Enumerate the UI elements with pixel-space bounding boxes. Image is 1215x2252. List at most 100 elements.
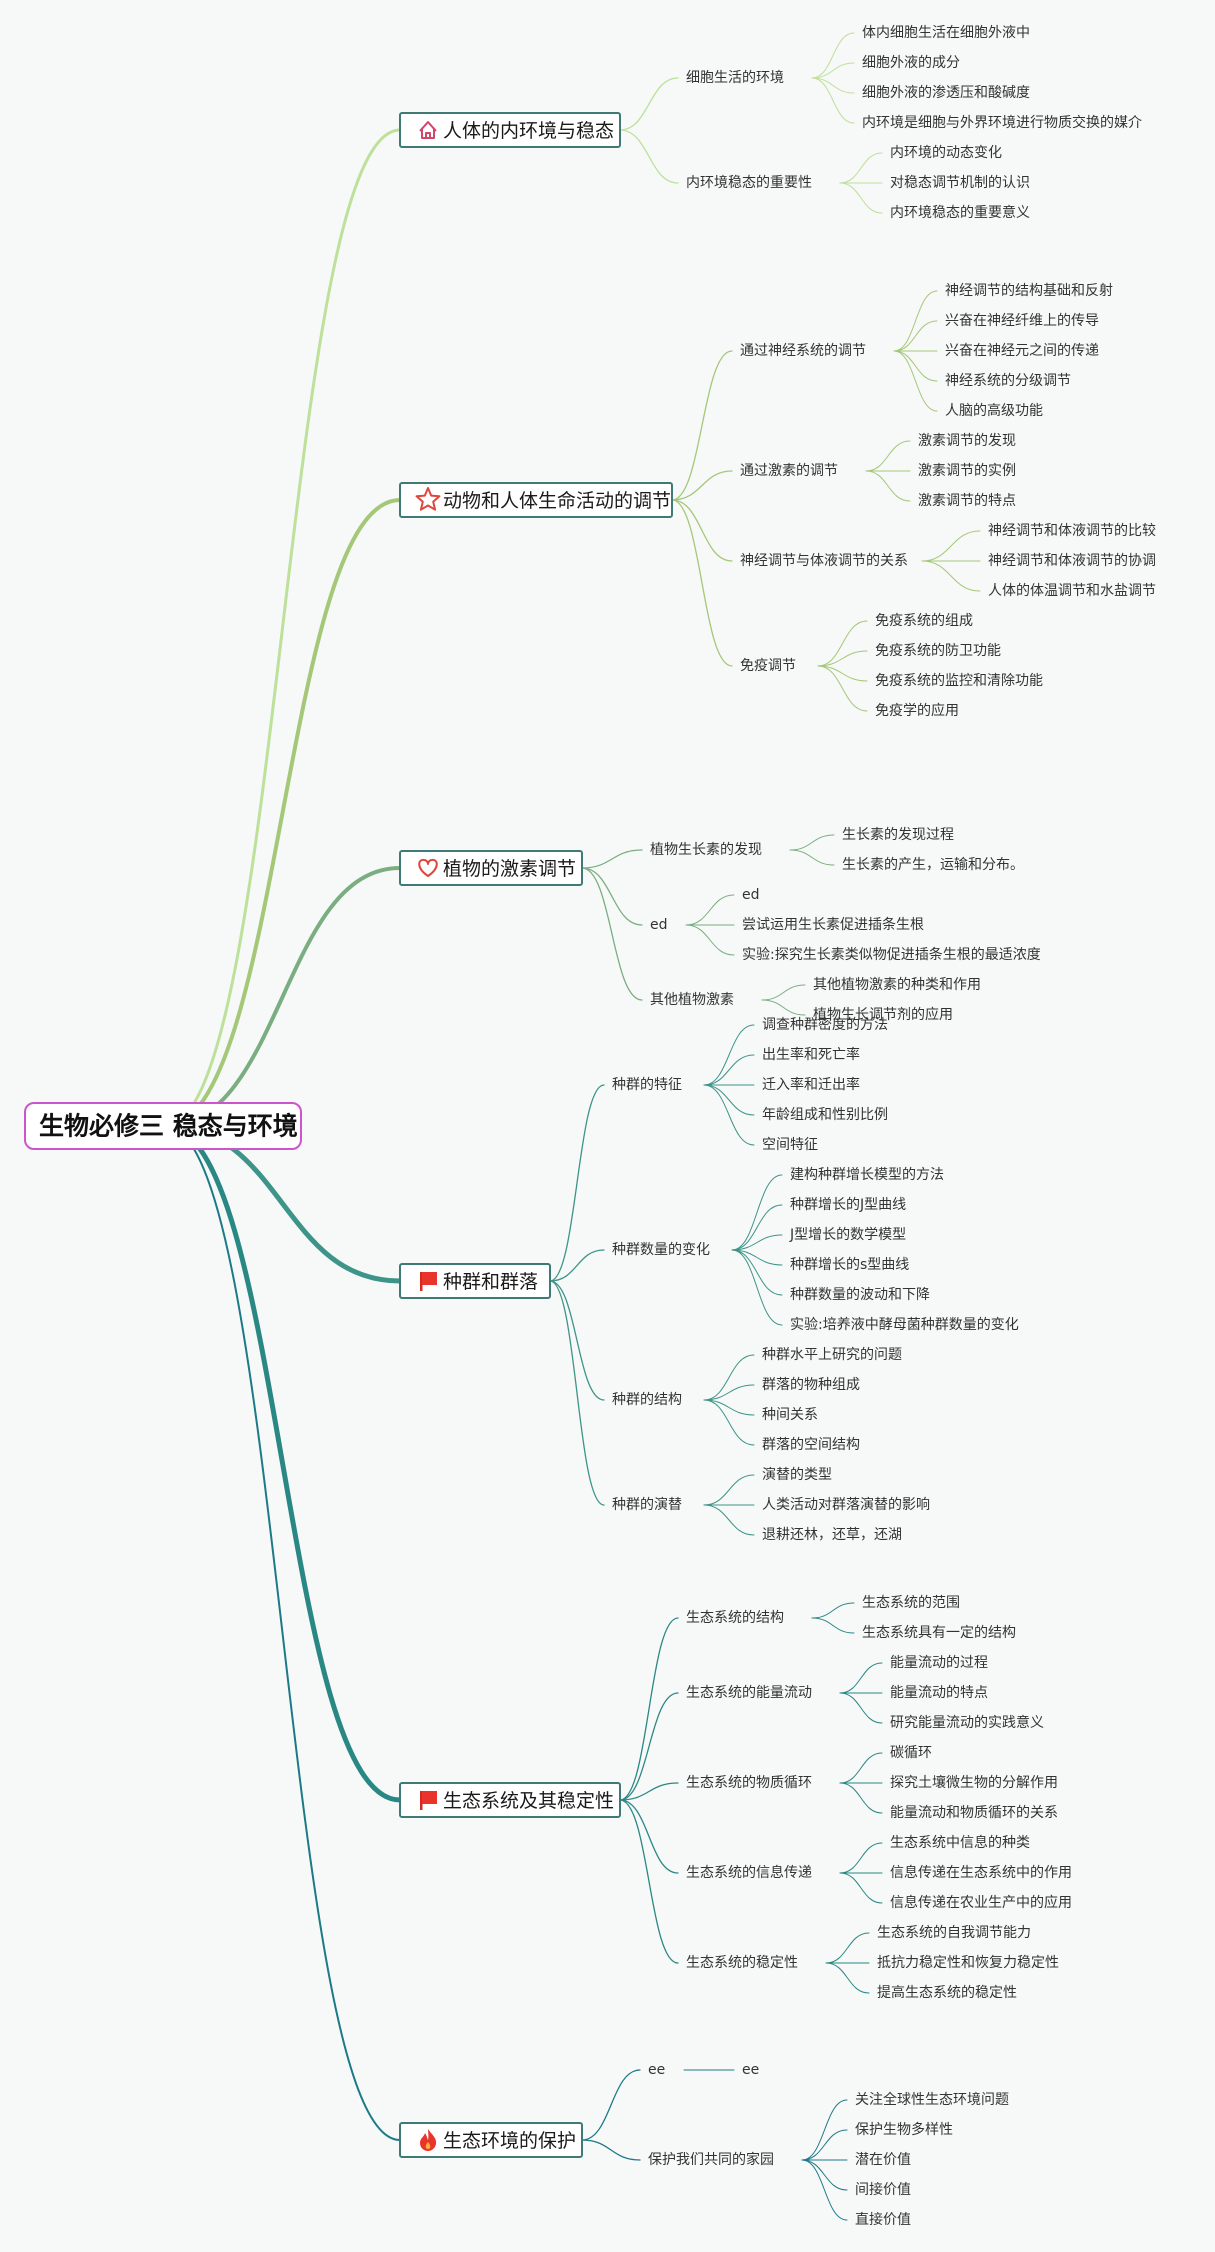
leaf-item[interactable]: 能量流动的特点 bbox=[890, 1685, 988, 1701]
leaf-item[interactable]: 人脑的高级功能 bbox=[945, 402, 1043, 419]
leaf-item[interactable]: 群落的物种组成 bbox=[762, 1377, 860, 1393]
leaf-item[interactable]: 群落的空间结构 bbox=[762, 1437, 860, 1453]
leaf-item[interactable]: 人类活动对群落演替的影响 bbox=[762, 1497, 930, 1513]
subtopic-title[interactable]: 保护我们共同的家园 bbox=[648, 2151, 774, 2168]
leaf-item[interactable]: 生态系统中信息的种类 bbox=[890, 1834, 1030, 1851]
leaf-item[interactable]: 种群增长的s型曲线 bbox=[790, 1257, 909, 1273]
leaf-item[interactable]: 种群水平上研究的问题 bbox=[762, 1347, 902, 1363]
leaf-item[interactable]: 神经调节和体液调节的比较 bbox=[988, 523, 1156, 539]
root-title[interactable]: 生物必修三 稳态与环境 bbox=[39, 1112, 298, 1141]
branch-title[interactable]: 动物和人体生命活动的调节 bbox=[443, 490, 671, 512]
subtopic-node[interactable]: 生态系统的信息传递 bbox=[686, 1864, 812, 1881]
leaf-item[interactable]: 尝试运用生长素促进插条生根 bbox=[742, 916, 924, 933]
branch-title[interactable]: 植物的激素调节 bbox=[443, 858, 576, 880]
subtopic-title[interactable]: 生态系统的能量流动 bbox=[686, 1685, 812, 1701]
leaf-item[interactable]: 迁入率和迁出率 bbox=[762, 1076, 860, 1093]
subtopic-title[interactable]: 种群的演替 bbox=[612, 1497, 682, 1513]
leaf-item[interactable]: 种群数量的波动和下降 bbox=[790, 1287, 930, 1303]
subtopic-title[interactable]: 种群的特征 bbox=[612, 1077, 682, 1093]
leaf-item[interactable]: 免疫学的应用 bbox=[875, 702, 959, 719]
leaf-item[interactable]: 信息传递在生态系统中的作用 bbox=[890, 1864, 1072, 1881]
leaf-item[interactable]: J型增长的数学模型 bbox=[789, 1227, 906, 1243]
leaf-item[interactable]: 退耕还林，还草，还湖 bbox=[762, 1526, 902, 1543]
leaf-item[interactable]: 神经调节和体液调节的协调 bbox=[988, 553, 1156, 569]
subtopic-node[interactable]: 种群的特征 bbox=[612, 1077, 682, 1093]
leaf-item[interactable]: 神经调节的结构基础和反射 bbox=[945, 282, 1113, 299]
subtopic-node[interactable]: 生态系统的稳定性 bbox=[686, 1955, 798, 1971]
subtopic-title[interactable]: 生态系统的物质循环 bbox=[686, 1775, 812, 1791]
leaf-item[interactable]: 实验:培养液中酵母菌种群数量的变化 bbox=[790, 1317, 1019, 1333]
subtopic-title[interactable]: 种群的结构 bbox=[612, 1392, 682, 1408]
subtopic-node[interactable]: 细胞生活的环境 bbox=[686, 70, 784, 86]
leaf-item[interactable]: 调查种群密度的方法 bbox=[762, 1016, 888, 1033]
leaf-item[interactable]: 体内细胞生活在细胞外液中 bbox=[862, 25, 1030, 41]
subtopic-node[interactable]: 植物生长素的发现 bbox=[650, 842, 762, 858]
leaf-item[interactable]: ed bbox=[742, 887, 760, 903]
leaf-item[interactable]: 生态系统的自我调节能力 bbox=[877, 1925, 1031, 1941]
branch-node-3[interactable]: 植物的激素调节 bbox=[399, 850, 583, 886]
leaf-item[interactable]: 信息传递在农业生产中的应用 bbox=[890, 1894, 1072, 1911]
leaf-item[interactable]: 免疫系统的防卫功能 bbox=[875, 643, 1001, 659]
subtopic-title[interactable]: 生态系统的稳定性 bbox=[686, 1955, 798, 1971]
leaf-item[interactable]: 激素调节的发现 bbox=[918, 432, 1016, 449]
leaf-item[interactable]: 内环境的动态变化 bbox=[890, 145, 1002, 161]
leaf-item[interactable]: 种间关系 bbox=[762, 1407, 818, 1423]
leaf-item[interactable]: 对稳态调节机制的认识 bbox=[890, 175, 1030, 191]
leaf-item[interactable]: 兴奋在神经元之间的传递 bbox=[945, 343, 1099, 359]
leaf-item[interactable]: 能量流动和物质循环的关系 bbox=[890, 1805, 1058, 1821]
leaf-item[interactable]: 直接价值 bbox=[855, 2211, 911, 2228]
branch-title[interactable]: 生态系统及其稳定性 bbox=[443, 1790, 614, 1812]
root-node[interactable]: 生物必修三 稳态与环境 bbox=[24, 1102, 302, 1150]
leaf-item[interactable]: 演替的类型 bbox=[762, 1467, 832, 1483]
leaf-item[interactable]: 提高生态系统的稳定性 bbox=[877, 1984, 1017, 2001]
subtopic-node[interactable]: 神经调节与体液调节的关系 bbox=[740, 553, 908, 569]
subtopic-title[interactable]: 免疫调节 bbox=[740, 658, 796, 674]
leaf-item[interactable]: 实验:探究生长素类似物促进插条生根的最适浓度 bbox=[742, 946, 1041, 963]
leaf-item[interactable]: 潜在价值 bbox=[855, 2152, 911, 2168]
subtopic-node[interactable]: 种群的演替 bbox=[612, 1497, 682, 1513]
subtopic-node[interactable]: 免疫调节 bbox=[740, 658, 796, 674]
leaf-item[interactable]: 细胞外液的渗透压和酸碱度 bbox=[862, 85, 1030, 101]
leaf-item[interactable]: 生态系统的范围 bbox=[862, 1594, 960, 1611]
branch-node-6[interactable]: 生态环境的保护 bbox=[399, 2122, 583, 2158]
subtopic-node[interactable]: 种群的结构 bbox=[612, 1392, 682, 1408]
subtopic-node[interactable]: 种群数量的变化 bbox=[612, 1242, 710, 1258]
subtopic-title[interactable]: 生态系统的信息传递 bbox=[686, 1864, 812, 1881]
subtopic-title[interactable]: ee bbox=[648, 2062, 665, 2078]
subtopic-node[interactable]: 通过激素的调节 bbox=[740, 462, 838, 479]
leaf-item[interactable]: 抵抗力稳定性和恢复力稳定性 bbox=[877, 1954, 1059, 1971]
leaf-item[interactable]: 人体的体温调节和水盐调节 bbox=[988, 583, 1156, 599]
leaf-item[interactable]: 免疫系统的组成 bbox=[875, 613, 973, 629]
leaf-item[interactable]: 兴奋在神经纤维上的传导 bbox=[945, 313, 1099, 329]
subtopic-node[interactable]: 通过神经系统的调节 bbox=[740, 343, 866, 359]
leaf-item[interactable]: 种群增长的J型曲线 bbox=[790, 1197, 906, 1213]
leaf-item[interactable]: 生长素的发现过程 bbox=[842, 827, 954, 843]
subtopic-title[interactable]: 通过神经系统的调节 bbox=[740, 343, 866, 359]
subtopic-node[interactable]: ed bbox=[650, 917, 668, 933]
leaf-item[interactable]: 内环境稳态的重要意义 bbox=[890, 204, 1030, 221]
leaf-item[interactable]: 研究能量流动的实践意义 bbox=[890, 1714, 1044, 1731]
leaf-item[interactable]: 免疫系统的监控和清除功能 bbox=[875, 673, 1043, 689]
leaf-item[interactable]: ee bbox=[742, 2062, 759, 2078]
leaf-item[interactable]: 建构种群增长模型的方法 bbox=[790, 1167, 944, 1183]
leaf-item[interactable]: 年龄组成和性别比例 bbox=[762, 1107, 888, 1123]
subtopic-node[interactable]: 保护我们共同的家园 bbox=[648, 2151, 774, 2168]
subtopic-node[interactable]: ee bbox=[648, 2062, 665, 2078]
branch-title[interactable]: 生态环境的保护 bbox=[443, 2130, 576, 2152]
subtopic-node[interactable]: 生态系统的结构 bbox=[686, 1610, 784, 1626]
leaf-item[interactable]: 空间特征 bbox=[762, 1137, 818, 1153]
subtopic-title[interactable]: 细胞生活的环境 bbox=[686, 70, 784, 86]
leaf-item[interactable]: 植物生长调节剂的应用 bbox=[813, 1006, 953, 1023]
leaf-item[interactable]: 能量流动的过程 bbox=[890, 1655, 988, 1671]
subtopic-title[interactable]: ed bbox=[650, 917, 668, 933]
subtopic-title[interactable]: 其他植物激素 bbox=[650, 991, 734, 1008]
subtopic-title[interactable]: 种群数量的变化 bbox=[612, 1242, 710, 1258]
leaf-item[interactable]: 内环境是细胞与外界环境进行物质交换的媒介 bbox=[862, 114, 1142, 131]
leaf-item[interactable]: 神经系统的分级调节 bbox=[945, 373, 1071, 389]
subtopic-node[interactable]: 生态系统的物质循环 bbox=[686, 1775, 812, 1791]
subtopic-title[interactable]: 通过激素的调节 bbox=[740, 462, 838, 479]
leaf-item[interactable]: 关注全球性生态环境问题 bbox=[855, 2091, 1009, 2108]
subtopic-node[interactable]: 生态系统的能量流动 bbox=[686, 1685, 812, 1701]
leaf-item[interactable]: 细胞外液的成分 bbox=[862, 55, 960, 71]
subtopic-node[interactable]: 内环境稳态的重要性 bbox=[686, 175, 812, 191]
